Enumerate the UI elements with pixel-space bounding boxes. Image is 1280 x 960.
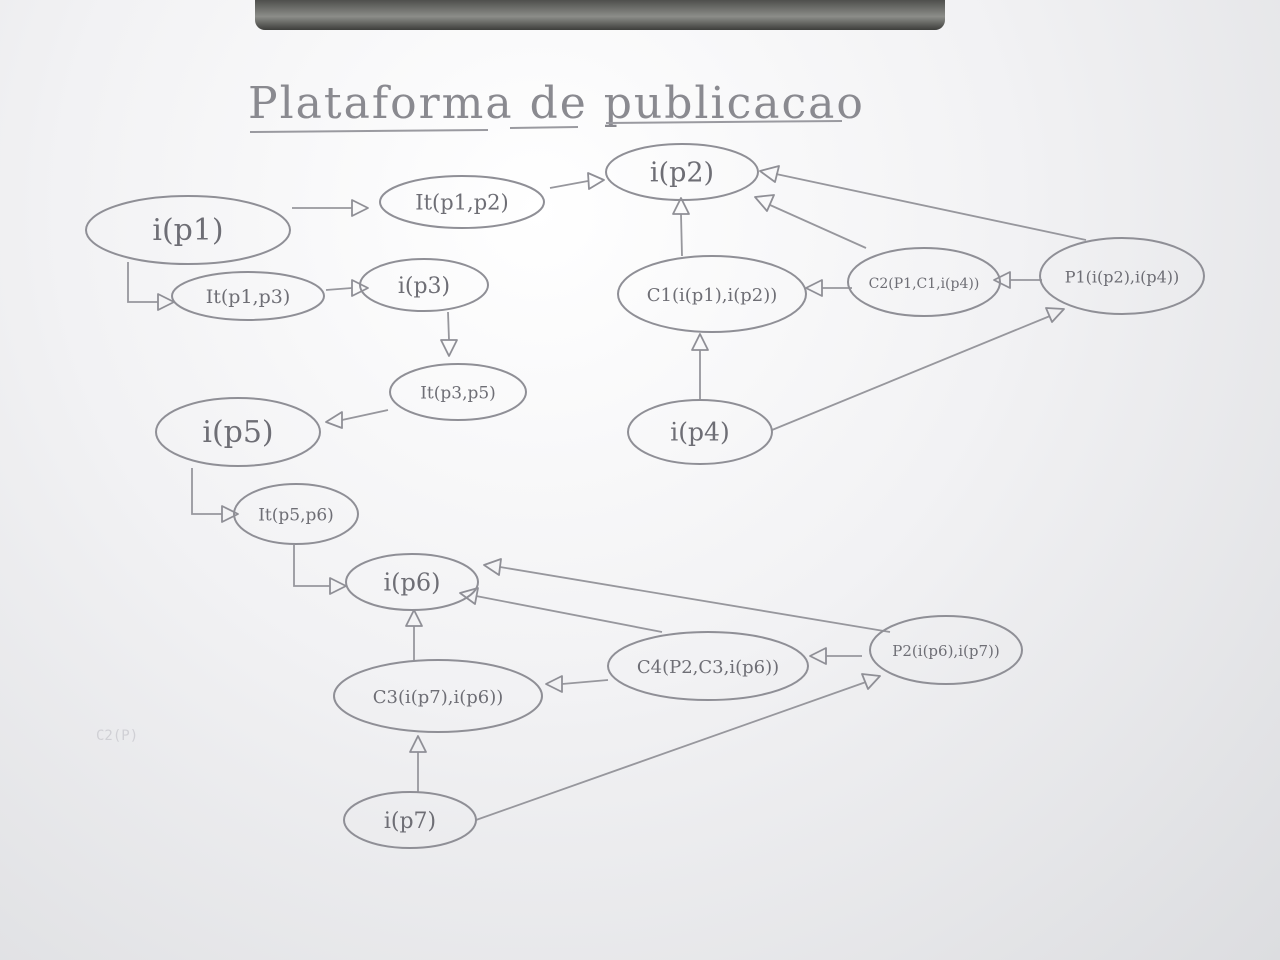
node-label: P2(i(p6),i(p7)) — [892, 642, 999, 660]
edge-it-p1-p2-to-ip2 — [549, 180, 589, 189]
node-label: i(p3) — [398, 274, 450, 299]
node-label: i(p4) — [670, 418, 729, 447]
edge-c1-to-ip2 — [680, 213, 683, 257]
edge-p1-to-ip2 — [775, 173, 1087, 241]
title-underline — [249, 120, 843, 133]
arrowhead — [351, 199, 369, 217]
node-c2: C2(P1,C1,i(p4)) — [847, 247, 1001, 317]
node-p1: P1(i(p2),i(p4)) — [1039, 237, 1205, 315]
edge-ip5-to-it-p5-p6 — [191, 468, 222, 515]
node-it-p1-p2: It(p1,p2) — [379, 175, 545, 229]
arrowhead — [993, 271, 1011, 289]
edge-ip7-to-p2 — [475, 681, 867, 821]
arrowhead — [325, 411, 343, 429]
node-label: i(p1) — [152, 213, 223, 248]
edge-c2-to-ip2 — [769, 204, 867, 249]
edge-it-p1-p3-to-ip3 — [325, 287, 353, 291]
node-it-p5-p6: It(p5,p6) — [233, 483, 359, 545]
arrowhead — [587, 172, 605, 190]
arrowhead — [409, 735, 427, 753]
edge-ip1-to-it-p1-p3 — [127, 262, 158, 303]
node-c1: C1(i(p1),i(p2)) — [617, 255, 807, 333]
arrowhead — [754, 194, 775, 212]
node-label: It(p1,p2) — [415, 191, 508, 215]
node-i-p7: i(p7) — [343, 791, 477, 849]
node-it-p1-p3: It(p1,p3) — [171, 271, 325, 321]
edge-p2-to-ip6 — [499, 566, 891, 633]
node-i-p3: i(p3) — [359, 258, 489, 312]
arrowhead — [759, 165, 780, 183]
node-label: P1(i(p2),i(p4)) — [1065, 268, 1180, 287]
node-label: C4(P2,C3,i(p6)) — [637, 657, 779, 678]
arrowhead — [329, 577, 347, 595]
node-p2: P2(i(p6),i(p7)) — [869, 615, 1023, 685]
arrowhead — [545, 675, 563, 693]
arrowhead — [861, 673, 881, 690]
arrowhead — [672, 197, 690, 215]
diagram-title: Plataforma de publicacao — [248, 78, 865, 129]
node-label: i(p2) — [650, 158, 714, 189]
arrowhead — [805, 279, 823, 297]
arrowhead — [440, 339, 458, 357]
edge-it-p3-p5-to-ip5 — [341, 409, 389, 421]
node-i-p5: i(p5) — [155, 397, 321, 467]
arrowhead — [1045, 307, 1065, 323]
edge-it-p5-p6-to-ip6 — [293, 545, 330, 587]
arrowhead — [691, 333, 709, 351]
arrowhead — [809, 647, 827, 665]
node-it-p3-p5: It(p3,p5) — [389, 363, 527, 421]
arrowhead — [459, 587, 479, 605]
node-i-p2: i(p2) — [605, 143, 759, 201]
node-label: It(p1,p3) — [206, 286, 291, 308]
arrowhead — [157, 293, 175, 311]
arrowhead — [221, 505, 239, 523]
node-label: C1(i(p1),i(p2)) — [647, 285, 778, 306]
node-label: i(p7) — [384, 809, 436, 834]
edge-ip4-to-p1 — [771, 315, 1051, 431]
node-label: i(p5) — [202, 415, 273, 450]
node-c4: C4(P2,C3,i(p6)) — [607, 631, 809, 701]
faint-smudge-text: C2(P) — [96, 728, 138, 744]
node-i-p4: i(p4) — [627, 399, 773, 465]
edge-ip3-to-it-p3-p5 — [447, 311, 450, 341]
node-i-p1: i(p1) — [85, 195, 291, 265]
arrowhead — [405, 609, 423, 627]
edge-c4-to-ip6 — [475, 595, 663, 633]
node-label: C3(i(p7),i(p6)) — [373, 687, 504, 708]
node-label: C2(P1,C1,i(p4)) — [869, 276, 980, 292]
node-label: It(p5,p6) — [258, 506, 334, 526]
edge-c4-to-c3 — [561, 679, 609, 685]
node-label: i(p6) — [383, 569, 440, 597]
arrowhead — [483, 558, 502, 576]
node-label: It(p3,p5) — [420, 384, 496, 404]
node-c3: C3(i(p7),i(p6)) — [333, 659, 543, 733]
clipboard-clip — [255, 0, 945, 30]
node-i-p6: i(p6) — [345, 553, 479, 611]
